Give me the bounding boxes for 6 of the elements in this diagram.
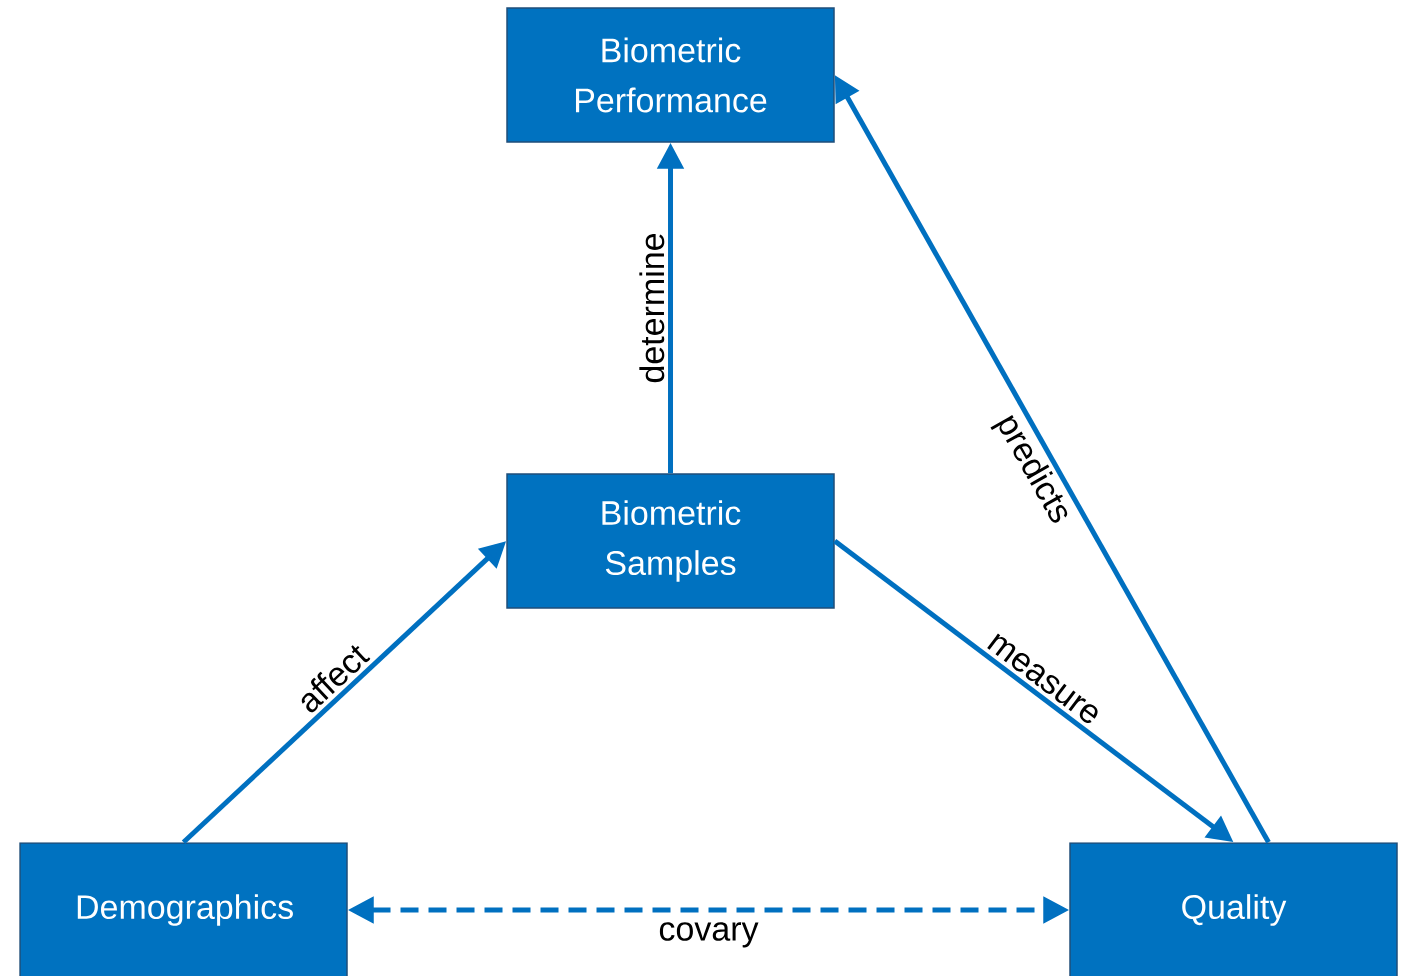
process-box: Biometric Samples <box>506 473 835 609</box>
edge-label: determine <box>639 233 665 383</box>
process-box: Biometric Performance <box>506 7 835 143</box>
process-box: Quality <box>1069 842 1398 976</box>
edge-label: covary <box>659 922 759 948</box>
process-box: Demographics <box>19 842 348 976</box>
